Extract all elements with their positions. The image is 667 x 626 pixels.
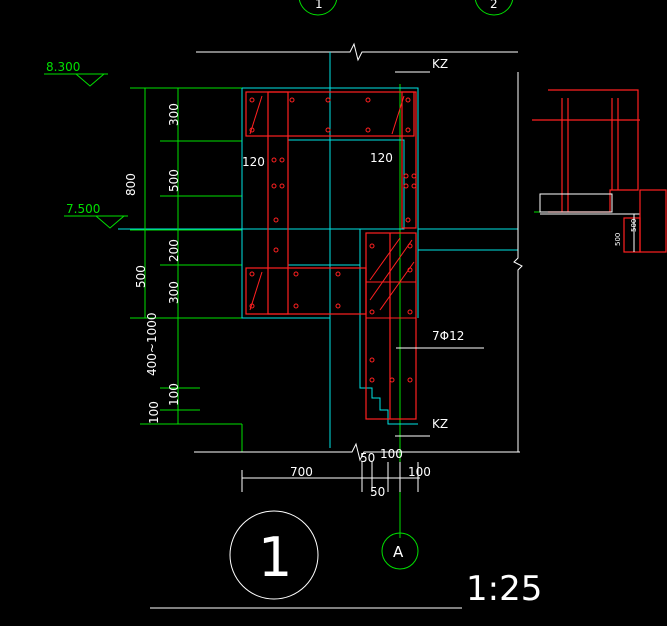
dim-100a: 100 (167, 383, 181, 406)
elevation-lower-text: 7.500 (66, 202, 100, 216)
dim-inner-right-120: 120 (370, 151, 393, 165)
grid-bubble-1-label: 1 (315, 0, 323, 11)
rebar-cage (245, 91, 417, 420)
dim-bottom-50a: 50 (360, 451, 375, 465)
left-dimension-chain (130, 87, 243, 452)
dim-bottom-100a: 100 (380, 447, 403, 461)
dim-inner-left-120: 120 (242, 155, 265, 169)
grid-bubble-1: 1 (298, 0, 338, 16)
rebar-callout: 7Φ12 (396, 329, 484, 349)
elevation-upper-text: 8.300 (46, 60, 80, 74)
bottom-break-line (194, 442, 520, 462)
dim-bottom-50b: 50 (370, 485, 385, 499)
dim-300a: 300 (167, 103, 181, 126)
rebar-label: 7Φ12 (432, 329, 464, 343)
detail-number: 1 (258, 526, 292, 589)
dim-300b: 300 (167, 281, 181, 304)
right-break-line (513, 72, 523, 452)
dim-500a: 500 (167, 169, 181, 192)
dim-800: 800 (124, 173, 138, 196)
dim-500b: 500 (134, 265, 148, 288)
dim-100b: 100 (147, 401, 161, 424)
bottom-dimension-chain (241, 462, 420, 492)
top-break-line (196, 42, 518, 62)
dim-200: 200 (167, 239, 181, 262)
kz-label-bottom: KZ (432, 417, 448, 431)
side-dim-500b: 500 (630, 219, 638, 232)
grid-bubble-2-label: 2 (490, 0, 498, 11)
detail-number-bubble: 1 (229, 510, 319, 600)
side-detail (532, 89, 667, 253)
grid-bubble-2: 2 (474, 0, 514, 16)
grid-bubble-a: A (381, 532, 419, 570)
dim-bottom-700: 700 (290, 465, 313, 479)
elevation-mark-lower: 7.500 (64, 202, 128, 229)
grid-bubble-a-label: A (393, 543, 404, 561)
scale-label: 1:25 (466, 569, 542, 609)
dim-bottom-100b: 100 (408, 465, 431, 479)
kz-label-top: KZ (432, 57, 448, 71)
elevation-mark-upper: 8.300 (44, 60, 108, 87)
dim-400-1000: 400~1000 (145, 313, 159, 377)
concrete-outline (241, 71, 518, 437)
side-dim-500a: 500 (614, 233, 622, 246)
